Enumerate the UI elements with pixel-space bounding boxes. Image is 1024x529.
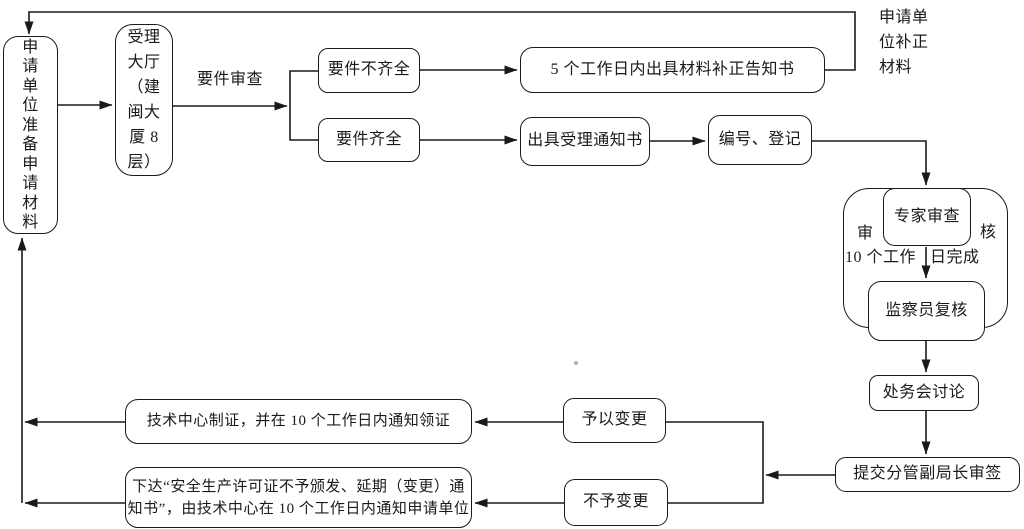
audit-duration-right: 日完成 <box>930 249 980 266</box>
node-expert-review: 专家审查 <box>883 188 971 246</box>
audit-label-right: 核 <box>980 224 997 241</box>
edge-correction-feedback <box>24 11 856 71</box>
node-issue-certificate: 技术中心制证，并在 10 个工作日内通知领证 <box>125 399 472 444</box>
node-deny-change: 不予变更 <box>564 479 668 526</box>
node-reception-hall: 受理 大厅 （建 闽大 厦 8 层） <box>115 24 173 176</box>
stray-mark <box>574 361 578 365</box>
node-correction-notice: 5 个工作日内出具材料补正告知书 <box>520 47 825 93</box>
audit-duration-left: 10 个工作 <box>845 249 917 266</box>
node-documents-complete: 要件齐全 <box>318 118 420 162</box>
edge-numbering-expert <box>812 140 931 186</box>
edge-split-branch <box>666 421 764 504</box>
node-applicant-prepare: 申 请 单 位 准 备 申 请 材 料 <box>3 36 58 234</box>
node-numbering-registration: 编号、登记 <box>708 115 812 165</box>
annotation-supplement-materials: 申请单 位补正 材料 <box>879 9 929 76</box>
node-denial-notice: 下达“安全生产许可证不予颁发、延期（变更）通 知书”，由技术中心在 10 个工作… <box>125 467 472 528</box>
audit-label-left: 审 <box>857 225 874 242</box>
node-documents-incomplete: 要件不齐全 <box>318 48 420 93</box>
node-office-meeting: 处务会讨论 <box>869 375 979 411</box>
label-document-review: 要件审查 <box>197 71 264 88</box>
node-approve-change: 予以变更 <box>563 398 666 443</box>
node-deputy-director-sign: 提交分管副局长审签 <box>835 457 1020 492</box>
edge-review-branch <box>289 70 318 141</box>
node-acceptance-notice: 出具受理通知书 <box>520 117 650 166</box>
node-inspector-recheck: 监察员复核 <box>868 281 985 341</box>
